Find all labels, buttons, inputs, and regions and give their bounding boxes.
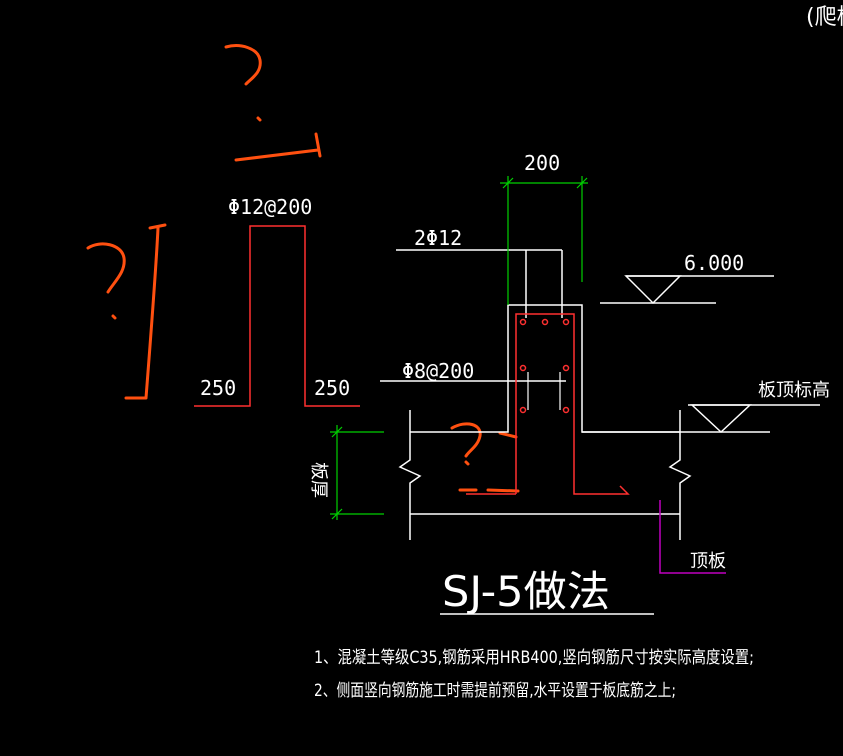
width-dim-label: 200 bbox=[524, 151, 560, 175]
question-mark-top-dot bbox=[256, 116, 262, 122]
tie-bars bbox=[527, 372, 561, 410]
stirrup-hoop bbox=[515, 313, 630, 495]
handwritten-annotations bbox=[86, 44, 520, 493]
stirrups-label: Φ8@200 bbox=[402, 359, 474, 383]
side-bar-4 bbox=[562, 406, 570, 414]
side-bar-1 bbox=[519, 364, 527, 372]
rebar-detail bbox=[194, 225, 360, 407]
section-rebar bbox=[466, 313, 630, 495]
drawing-title: SJ-5做法 bbox=[442, 567, 610, 616]
top-bar-1 bbox=[519, 318, 527, 326]
break-line-left bbox=[398, 410, 422, 540]
elevation-triangle bbox=[624, 275, 682, 305]
question-mark-section-dot bbox=[464, 460, 470, 466]
corner-text: (爬梯 bbox=[806, 5, 843, 30]
slab-top-label: 板顶标高 bbox=[758, 380, 830, 401]
note-2: 2、侧面竖向钢筋施工时需提前预留,水平设置于板底筋之上; bbox=[314, 681, 676, 701]
section-outline bbox=[380, 249, 820, 615]
rebar-right-leg-label: 250 bbox=[314, 376, 350, 400]
slab-top-triangle bbox=[690, 404, 752, 434]
top-bar-2 bbox=[541, 318, 549, 326]
rebar-left-leg-label: 250 bbox=[200, 376, 236, 400]
top-bars-label: 2Φ12 bbox=[414, 226, 462, 250]
slab-leader bbox=[659, 500, 726, 574]
thickness-label: 板厚 bbox=[308, 462, 329, 498]
side-bar-3 bbox=[519, 406, 527, 414]
top-bar-3 bbox=[562, 318, 570, 326]
note-1: 1、混凝土等级C35,钢筋采用HRB400,竖向钢筋尺寸按实际高度设置; bbox=[314, 648, 754, 668]
side-bar-2 bbox=[562, 364, 570, 372]
question-mark-top bbox=[224, 44, 262, 86]
question-mark-left bbox=[86, 242, 126, 294]
bracket-section bbox=[458, 431, 520, 493]
bracket-top bbox=[234, 132, 322, 162]
slab-label: 顶板 bbox=[690, 551, 726, 572]
bracket-left bbox=[124, 223, 167, 400]
u-bar-shape bbox=[194, 225, 360, 407]
question-mark-section bbox=[450, 422, 482, 458]
question-mark-left-dot bbox=[111, 314, 117, 320]
break-line-right bbox=[668, 410, 692, 540]
rebar-detail-label: Φ12@200 bbox=[228, 195, 312, 219]
dimensions bbox=[330, 176, 588, 520]
elevation-label: 6.000 bbox=[684, 251, 744, 275]
